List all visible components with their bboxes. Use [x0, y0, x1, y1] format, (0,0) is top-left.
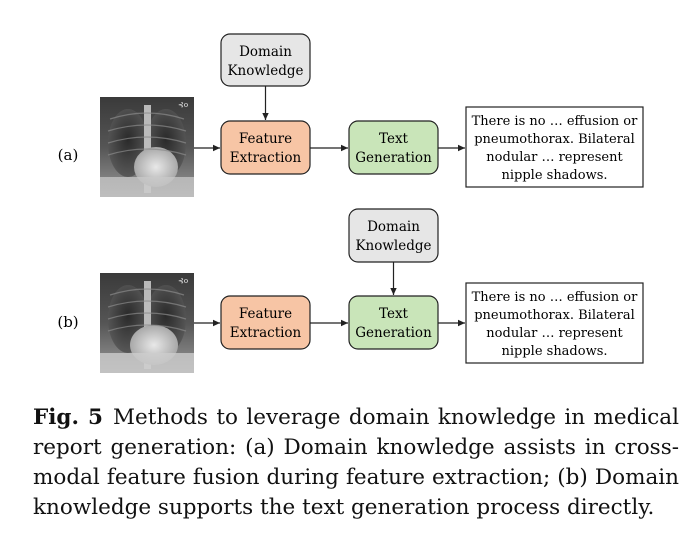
svg-text:There is no … effusion or: There is no … effusion or [472, 290, 638, 305]
report-text-box: There is no … effusion or pneumothorax. … [465, 106, 644, 188]
svg-text:nodular … represent: nodular … represent [486, 326, 623, 341]
svg-text:Generation: Generation [355, 150, 432, 166]
report-text-box: There is no … effusion or pneumothorax. … [465, 282, 644, 364]
svg-text:Knowledge: Knowledge [227, 63, 303, 79]
domain-knowledge-box: Domain Knowledge [220, 33, 311, 87]
svg-text:pneumothorax. Bilateral: pneumothorax. Bilateral [474, 132, 635, 147]
svg-text:There is no … effusion or: There is no … effusion or [472, 114, 638, 129]
panel-label: (b) [57, 313, 78, 331]
svg-text:Domain: Domain [239, 44, 292, 60]
svg-text:Extraction: Extraction [230, 325, 302, 341]
figure-label: Fig. 5 [33, 405, 103, 430]
text-generation-box: Text Generation [348, 120, 439, 175]
feature-extraction-box: Feature Extraction [220, 120, 311, 175]
text-generation-box: Text Generation [348, 295, 439, 350]
svg-text:nipple shadows.: nipple shadows. [501, 168, 607, 183]
svg-text:⊰o: ⊰o [178, 101, 188, 109]
svg-text:nipple shadows.: nipple shadows. [501, 344, 607, 359]
svg-text:Feature: Feature [239, 131, 292, 147]
svg-text:pneumothorax. Bilateral: pneumothorax. Bilateral [474, 308, 635, 323]
panel-a: (a) ⊰o Domain Knowledge Feature Extracti… [58, 33, 644, 197]
panel-b: (b) ⊰o Feature Extraction Domain Knowled… [57, 208, 644, 373]
svg-text:Feature: Feature [239, 306, 292, 322]
feature-extraction-box: Feature Extraction [220, 295, 311, 350]
panel-label: (a) [58, 146, 79, 164]
svg-text:Domain: Domain [367, 219, 420, 235]
svg-text:Knowledge: Knowledge [355, 238, 431, 254]
chest-xray-image: ⊰o [100, 273, 194, 373]
caption-text: Methods to leverage domain knowledge in … [33, 405, 679, 520]
diagram: (a) ⊰o Domain Knowledge Feature Extracti… [57, 33, 644, 373]
svg-text:Text: Text [379, 131, 409, 147]
svg-text:Text: Text [379, 306, 409, 322]
svg-text:Generation: Generation [355, 325, 432, 341]
chest-xray-image: ⊰o [100, 97, 194, 197]
svg-text:⊰o: ⊰o [178, 277, 188, 285]
domain-knowledge-box: Domain Knowledge [348, 208, 439, 263]
svg-text:nodular … represent: nodular … represent [486, 150, 623, 165]
svg-text:Extraction: Extraction [230, 150, 302, 166]
